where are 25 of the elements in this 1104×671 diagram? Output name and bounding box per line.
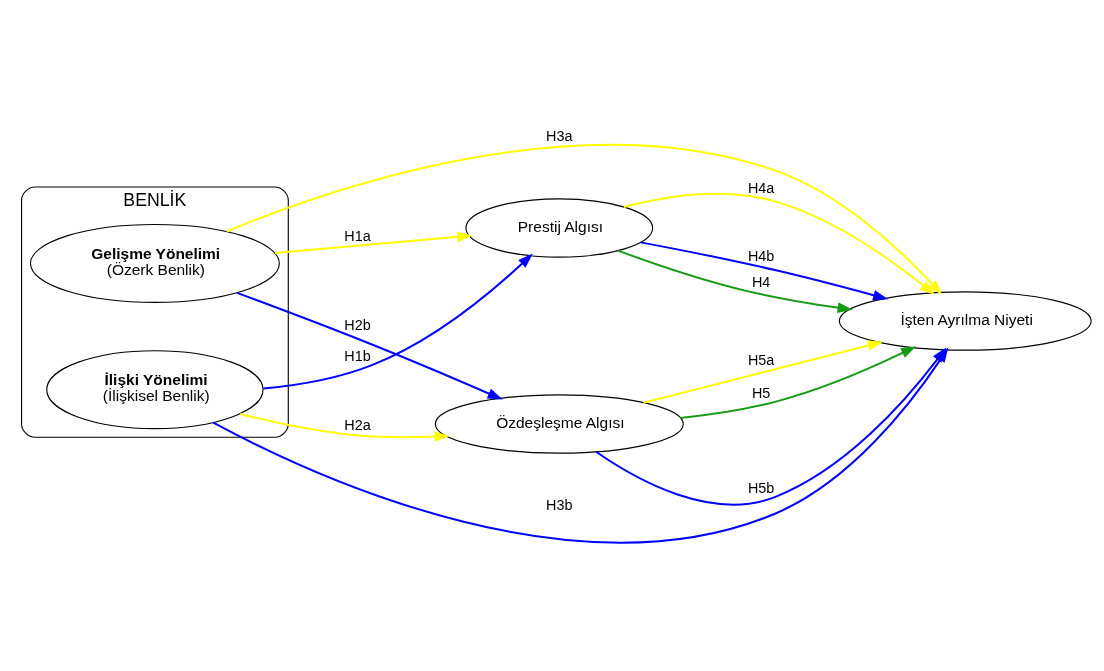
edge-label: H2a <box>344 416 371 433</box>
arrow <box>622 192 935 295</box>
edge-label: H2b <box>344 316 371 333</box>
arrow <box>679 345 917 419</box>
arrow <box>642 339 883 404</box>
arrow <box>639 240 889 300</box>
arrow <box>274 231 473 254</box>
edge-label: H3a <box>546 127 573 144</box>
edge-label: H4a <box>747 179 775 196</box>
arrow <box>262 253 533 389</box>
arrow <box>225 143 943 295</box>
arrow <box>617 249 853 313</box>
edge-label: H1a <box>344 227 371 244</box>
arrow <box>236 291 503 400</box>
node-ellipse: Gelişme Yönelimi (Özerk Benlik) <box>29 223 280 303</box>
edge-label: H1b <box>344 347 371 364</box>
edge-label: H5 <box>751 384 771 401</box>
node-ellipse: Prestij Algısı <box>465 197 654 258</box>
node-ellipse: İlişki Yönelimi (İlişkisel Benlik) <box>46 349 264 429</box>
edge-label: H3b <box>546 496 573 513</box>
edge-label: H5b <box>747 479 775 496</box>
edge-label: H4 <box>751 273 771 290</box>
edge-label: H5a <box>747 351 775 368</box>
arrow <box>239 412 450 442</box>
edge-label: H4b <box>747 247 775 264</box>
